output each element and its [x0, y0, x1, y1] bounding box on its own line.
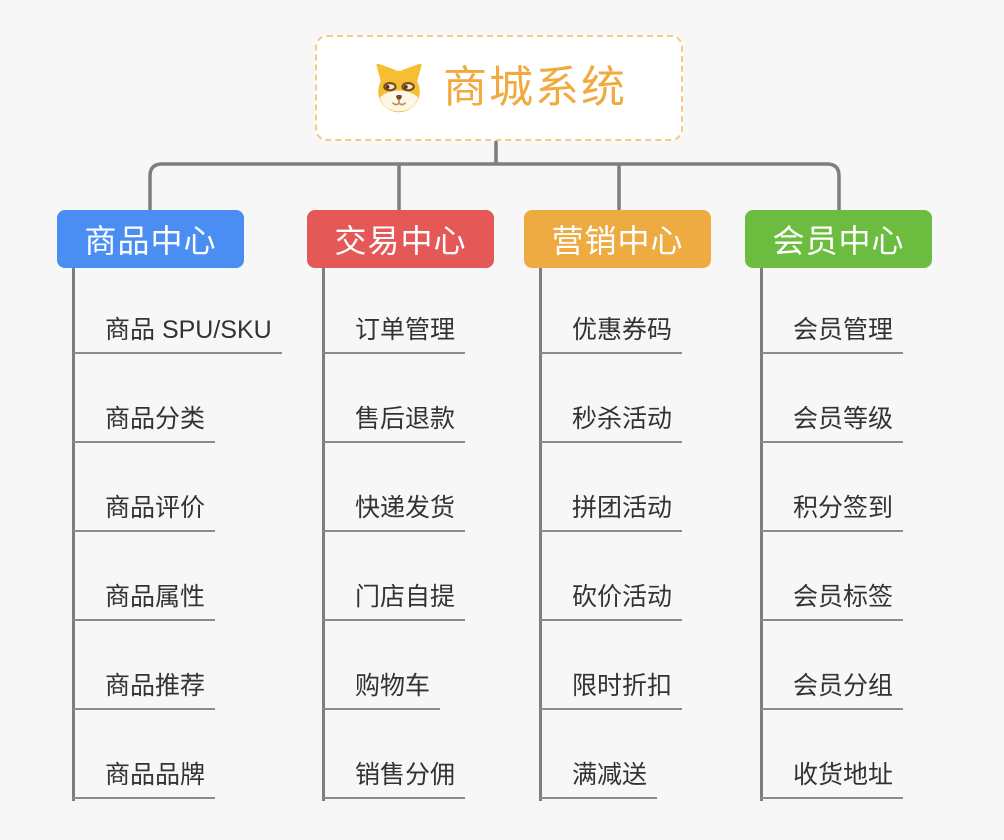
child-node[interactable]: 秒杀活动: [540, 404, 683, 443]
child-node[interactable]: 商品推荐: [73, 671, 216, 710]
child-node[interactable]: 商品 SPU/SKU: [73, 315, 282, 354]
branch-node-product-center[interactable]: 商品中心: [57, 210, 244, 268]
child-node[interactable]: 商品品牌: [73, 760, 216, 799]
child-node[interactable]: 门店自提: [323, 582, 466, 621]
branch-group-member-center: 会员中心 会员管理 会员等级 积分签到 会员标签 会员分组 收货地址: [745, 210, 995, 830]
root-node[interactable]: 商城系统: [315, 35, 683, 141]
branch-node-marketing-center[interactable]: 营销中心: [524, 210, 711, 268]
branch-group-product-center: 商品中心 商品 SPU/SKU 商品分类 商品评价 商品属性 商品推荐 商品品牌: [57, 210, 307, 830]
child-node[interactable]: 会员管理: [761, 315, 904, 354]
child-node[interactable]: 售后退款: [323, 404, 466, 443]
child-node[interactable]: 快递发货: [323, 493, 466, 532]
child-node[interactable]: 限时折扣: [540, 671, 683, 710]
child-node[interactable]: 会员分组: [761, 671, 904, 710]
shiba-dog-icon: [376, 63, 422, 113]
child-node[interactable]: 商品评价: [73, 493, 216, 532]
branch-group-marketing-center: 营销中心 优惠券码 秒杀活动 拼团活动 砍价活动 限时折扣 满减送: [524, 210, 774, 830]
branch-trunk-line: [322, 268, 325, 801]
child-node[interactable]: 销售分佣: [323, 760, 466, 799]
branch-trunk-line: [760, 268, 763, 801]
branch-trunk-line: [539, 268, 542, 801]
child-node[interactable]: 会员标签: [761, 582, 904, 621]
child-node[interactable]: 拼团活动: [540, 493, 683, 532]
root-title: 商城系统: [443, 63, 627, 112]
child-node[interactable]: 收货地址: [761, 760, 904, 799]
branch-rail-line: [148, 162, 841, 210]
child-node[interactable]: 订单管理: [323, 315, 466, 354]
child-node[interactable]: 商品属性: [73, 582, 216, 621]
child-node[interactable]: 会员等级: [761, 404, 904, 443]
child-node[interactable]: 商品分类: [73, 404, 216, 443]
child-node[interactable]: 优惠券码: [540, 315, 683, 354]
child-node[interactable]: 积分签到: [761, 493, 904, 532]
child-node[interactable]: 购物车: [323, 671, 441, 710]
branch-group-trade-center: 交易中心 订单管理 售后退款 快递发货 门店自提 购物车 销售分佣: [307, 210, 557, 830]
child-node[interactable]: 满减送: [540, 760, 658, 799]
branch-node-member-center[interactable]: 会员中心: [745, 210, 932, 268]
branch-node-trade-center[interactable]: 交易中心: [307, 210, 494, 268]
branch-trunk-line: [72, 268, 75, 801]
child-node[interactable]: 砍价活动: [540, 582, 683, 621]
